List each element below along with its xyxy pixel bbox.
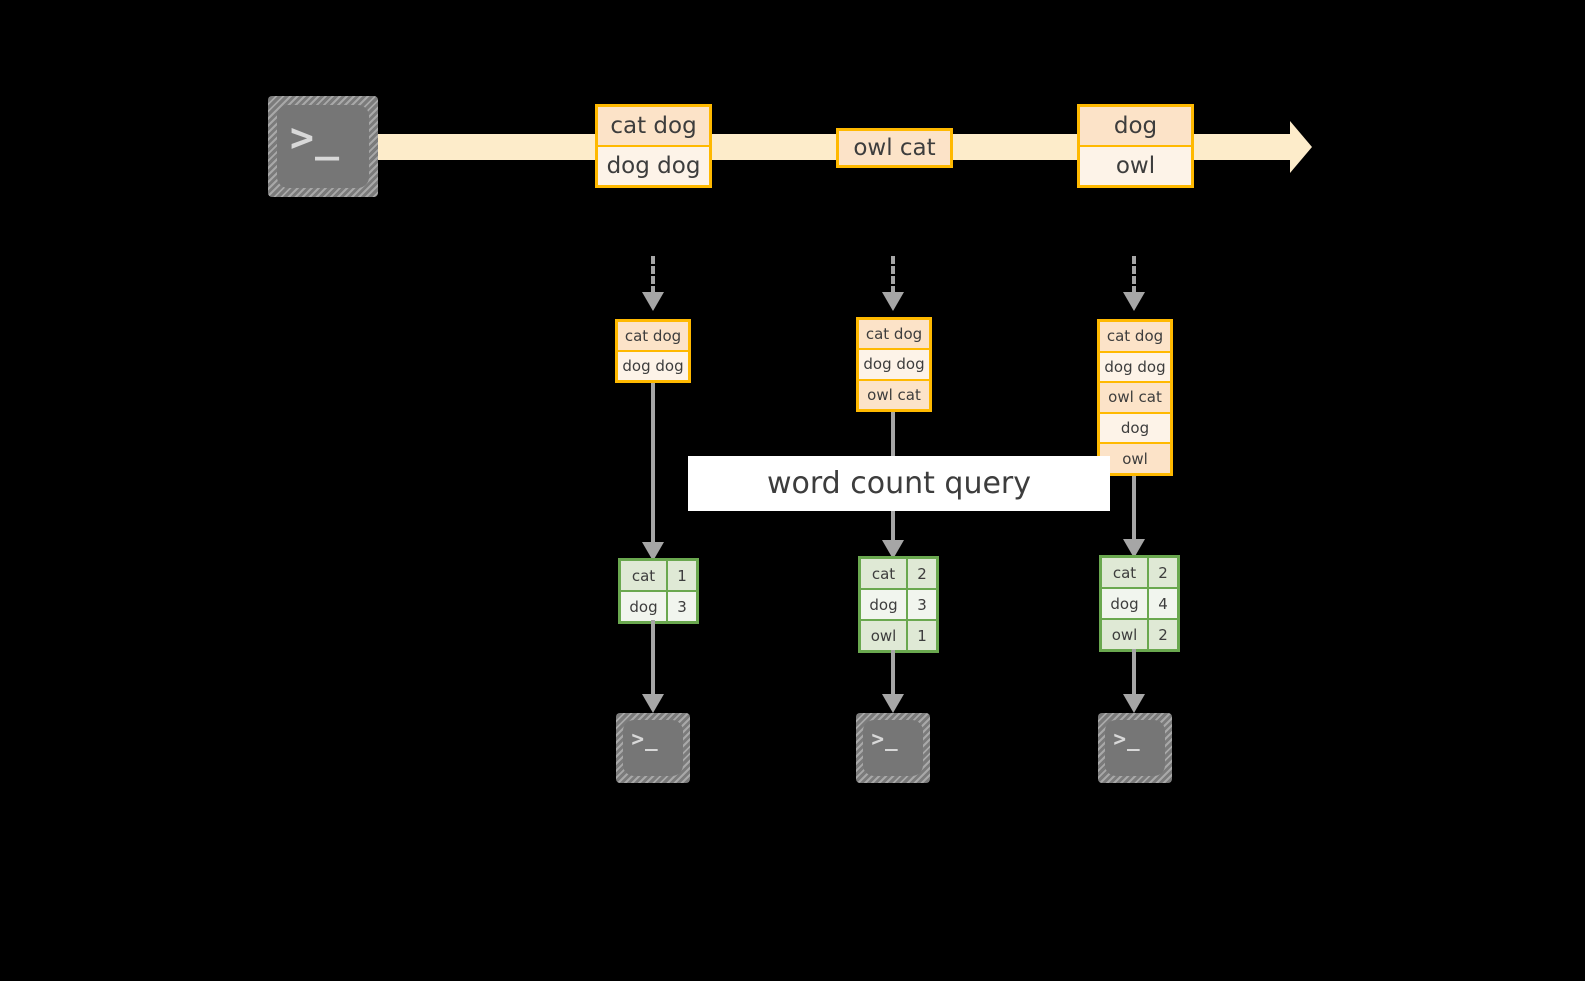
result-word: dog: [861, 590, 906, 619]
snapshot-3-sink-connector: [1132, 649, 1136, 698]
input-line: cat dog: [618, 322, 688, 350]
snapshot-3-input-table: cat dog dog dog owl cat dog owl: [1097, 319, 1173, 476]
snapshot-1-query-connector: [651, 383, 655, 549]
terminal-prompt-glyph: >_: [1113, 726, 1141, 751]
result-count: 1: [908, 621, 936, 650]
input-line: dog dog: [859, 350, 929, 379]
result-word: dog: [1102, 589, 1147, 618]
input-line: cat dog: [859, 320, 929, 349]
snapshot-1-dashed-arrowhead: [642, 292, 664, 311]
terminal-screen: >_: [863, 720, 923, 776]
stream-record-line: dog dog: [598, 147, 709, 185]
result-count: 2: [1149, 558, 1177, 587]
snapshot-3-query-connector: [1132, 476, 1136, 545]
terminal-prompt-glyph: >_: [631, 726, 659, 751]
query-label-text: word count query: [766, 466, 1032, 501]
table-row: cat 1: [621, 561, 696, 590]
snapshot-3-result-table: cat 2 dog 4 owl 2: [1099, 555, 1180, 652]
input-line: owl cat: [1100, 383, 1170, 412]
input-line: owl cat: [859, 380, 929, 409]
snapshot-2-result-table: cat 2 dog 3 owl 1: [858, 556, 939, 653]
terminal-screen: >_: [277, 105, 369, 188]
stream-record-line: owl cat: [839, 131, 950, 165]
input-line: dog: [1100, 413, 1170, 443]
input-line: dog dog: [1100, 352, 1170, 382]
result-count: 3: [668, 592, 696, 621]
stream-record-2: owl cat: [836, 128, 953, 168]
stream-record-line: cat dog: [598, 107, 709, 145]
snapshot-2-sink-arrowhead: [882, 694, 904, 713]
snapshot-2-sink-connector: [891, 650, 895, 698]
result-count: 2: [1149, 620, 1177, 649]
snapshot-2-input-table: cat dog dog dog owl cat: [856, 317, 932, 412]
terminal-screen: >_: [623, 720, 683, 776]
table-row: cat 2: [1102, 558, 1177, 587]
table-row: dog 3: [621, 592, 696, 621]
stream-record-line: owl: [1080, 147, 1191, 185]
table-row: dog 3: [861, 590, 936, 619]
result-count: 1: [668, 561, 696, 590]
stream-record-line: dog: [1080, 107, 1191, 145]
query-label: word count query: [688, 456, 1110, 511]
result-word: owl: [861, 621, 906, 650]
snapshot-3-query-arrowhead: [1123, 539, 1145, 558]
input-line: cat dog: [1100, 322, 1170, 351]
result-word: cat: [1102, 558, 1147, 587]
result-word: cat: [621, 561, 666, 590]
snapshot-1-sink-arrowhead: [642, 694, 664, 713]
snapshot-2-dashed-connector: [891, 256, 895, 294]
snapshot-1-result-table: cat 1 dog 3: [618, 558, 699, 624]
snapshot-2-sink-terminal-icon[interactable]: >_: [856, 713, 930, 783]
source-terminal-icon[interactable]: >_: [268, 96, 378, 197]
snapshot-1-input-table: cat dog dog dog: [615, 319, 691, 383]
snapshot-3-sink-terminal-icon[interactable]: >_: [1098, 713, 1172, 783]
terminal-screen: >_: [1105, 720, 1165, 776]
result-count: 2: [908, 559, 936, 588]
input-line: owl: [1100, 444, 1170, 473]
result-word: cat: [861, 559, 906, 588]
stream-arrow-head: [1290, 121, 1312, 173]
table-row: owl 2: [1102, 620, 1177, 649]
snapshot-3-dashed-arrowhead: [1123, 292, 1145, 311]
result-word: dog: [621, 592, 666, 621]
input-line: dog dog: [618, 352, 688, 380]
snapshot-3-sink-arrowhead: [1123, 694, 1145, 713]
result-count: 4: [1149, 589, 1177, 618]
snapshot-1-sink-terminal-icon[interactable]: >_: [616, 713, 690, 783]
result-word: owl: [1102, 620, 1147, 649]
snapshot-2-dashed-arrowhead: [882, 292, 904, 311]
stream-record-1: cat dog dog dog: [595, 104, 712, 188]
table-row: cat 2: [861, 559, 936, 588]
stream-record-3: dog owl: [1077, 104, 1194, 188]
table-row: owl 1: [861, 621, 936, 650]
snapshot-3-dashed-connector: [1132, 256, 1136, 294]
snapshot-1-sink-connector: [651, 620, 655, 698]
table-row: dog 4: [1102, 589, 1177, 618]
snapshot-2-query-arrowhead: [882, 540, 904, 559]
terminal-prompt-glyph: >_: [871, 726, 899, 751]
result-count: 3: [908, 590, 936, 619]
terminal-prompt-glyph: >_: [289, 115, 341, 162]
snapshot-1-query-arrowhead: [642, 542, 664, 561]
snapshot-1-dashed-connector: [651, 256, 655, 294]
